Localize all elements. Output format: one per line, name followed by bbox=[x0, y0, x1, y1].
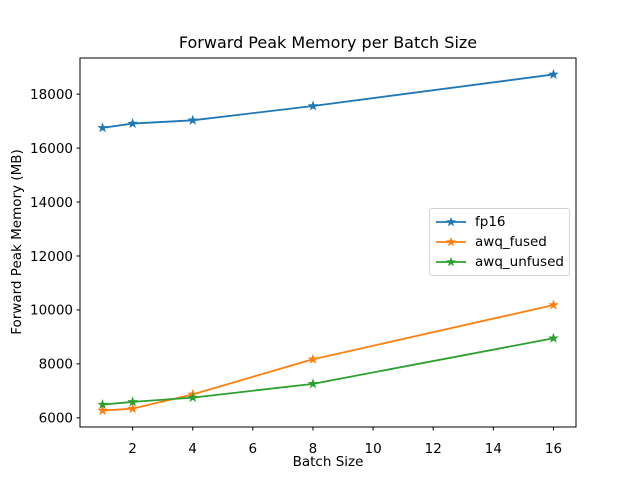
data-point-marker bbox=[187, 392, 199, 403]
y-tick-label: 10000 bbox=[30, 303, 73, 319]
x-tick-label: 16 bbox=[545, 441, 562, 457]
legend-entry-awq_unfused: awq_unfused bbox=[435, 252, 564, 272]
x-tick-label: 4 bbox=[188, 441, 197, 457]
series-awq_unfused bbox=[97, 332, 559, 410]
data-point-marker bbox=[127, 396, 138, 407]
data-point-marker bbox=[307, 353, 319, 364]
x-tick-label: 10 bbox=[364, 441, 381, 457]
series-line-awq_unfused bbox=[101, 337, 555, 406]
legend-entry-awq_fused: awq_fused bbox=[435, 232, 563, 252]
x-tick-label: 8 bbox=[309, 441, 318, 457]
axes-frame bbox=[79, 57, 577, 428]
y-tick-label: 6000 bbox=[39, 411, 73, 427]
y-ticks: 6000 8000 10000 12000 14000 16000 18000 bbox=[30, 87, 80, 427]
legend-label-fp16: fp16 bbox=[475, 214, 506, 230]
series-line-fp16 bbox=[101, 73, 555, 129]
data-point-marker bbox=[187, 114, 199, 125]
legend-line-marker-icon bbox=[436, 216, 466, 227]
data-point-marker bbox=[97, 122, 108, 133]
data-point-marker bbox=[548, 299, 559, 310]
data-point-marker bbox=[548, 332, 559, 343]
series-awq_fused bbox=[97, 299, 559, 416]
x-tick-label: 14 bbox=[485, 441, 502, 457]
y-tick-label: 12000 bbox=[30, 249, 73, 265]
data-point-marker bbox=[548, 68, 559, 79]
x-axis-label: Batch Size bbox=[292, 454, 364, 470]
legend-line-marker-icon bbox=[436, 236, 466, 247]
data-point-marker bbox=[97, 404, 108, 416]
y-tick-label: 8000 bbox=[39, 357, 73, 373]
legend-entry-fp16: fp16 bbox=[435, 212, 563, 232]
data-point-marker bbox=[127, 403, 138, 414]
data-point-marker bbox=[97, 399, 108, 410]
data-point-marker bbox=[127, 117, 138, 129]
x-tick-label: 2 bbox=[128, 441, 137, 457]
legend-line-marker-icon bbox=[436, 256, 466, 267]
y-tick-label: 16000 bbox=[30, 141, 73, 157]
legend-label-awq_fused: awq_fused bbox=[475, 234, 547, 250]
series-fp16 bbox=[97, 68, 559, 133]
data-point-marker bbox=[307, 378, 319, 389]
x-tick-label: 12 bbox=[425, 441, 442, 457]
legend-label-awq_unfused: awq_unfused bbox=[475, 254, 564, 270]
legend: fp16 awq_fused awq_unfused bbox=[429, 208, 570, 276]
series-line-awq_fused bbox=[101, 304, 555, 412]
x-ticks: 2 4 6 8 10 12 14 16 bbox=[128, 427, 562, 457]
y-tick-label: 14000 bbox=[30, 195, 73, 211]
chart-title: Forward Peak Memory per Batch Size bbox=[178, 33, 478, 52]
x-tick-label: 6 bbox=[249, 441, 258, 457]
y-tick-label: 18000 bbox=[30, 87, 73, 103]
data-point-marker bbox=[307, 100, 319, 111]
